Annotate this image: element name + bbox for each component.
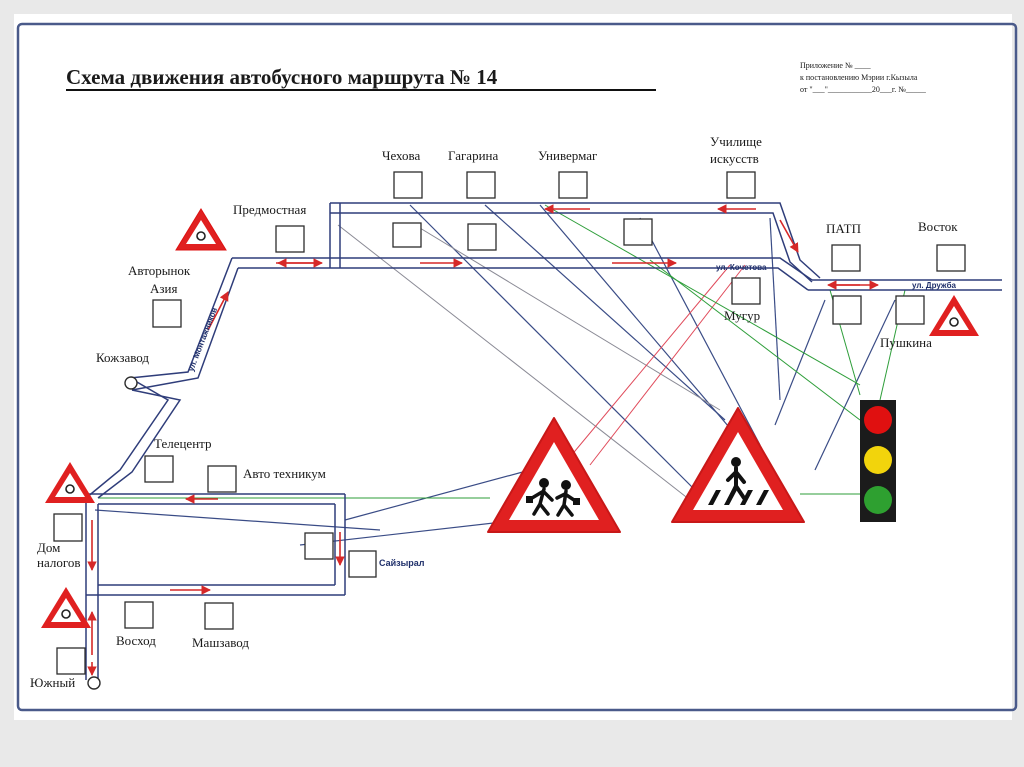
stop-box-univermag-north [558, 171, 588, 199]
appendix-line-1: Приложение № ____ [800, 61, 872, 70]
stop-box-patp-north [831, 244, 861, 272]
label-avtorynok-1: Авторынок [128, 263, 191, 278]
label-yuzhny: Южный [30, 675, 75, 690]
label-predmostnaya: Предмостная [233, 202, 306, 217]
stop-box-uchilishche-north [726, 171, 756, 199]
stop-box-chekhova-north [393, 171, 423, 199]
label-gagarina: Гагарина [448, 148, 498, 163]
label-telecentr: Телецентр [154, 436, 212, 451]
label-voskhod: Восход [116, 633, 156, 648]
leader-lines-green [98, 204, 906, 499]
stop-box-gagarina-north [466, 171, 496, 199]
page-border [16, 22, 1018, 712]
map-title: Схема движения автобусного маршрута № 14 [66, 65, 498, 89]
leader-lines-red [554, 264, 746, 476]
label-uchilishche-2: искусств [710, 151, 759, 166]
stop-box-mugur [731, 277, 761, 305]
roundabout-sign-icon [41, 587, 91, 628]
yuzhny-terminal-icon [87, 676, 101, 690]
label-mugur: Мугур [724, 308, 760, 323]
stop-box-vostok [936, 244, 966, 272]
label-patp: ПАТП [826, 221, 861, 236]
stop-box-gagarina-south [467, 223, 497, 251]
stop-box-predmostnaya [275, 225, 305, 253]
label-avtorynok-2: Азия [150, 281, 177, 296]
children-crossing-sign-icon [487, 417, 621, 533]
roundabout-sign-icon [929, 295, 979, 336]
label-uchilishche-1: Училище [710, 134, 762, 149]
traffic-light-icon [860, 400, 896, 522]
stop-box-avtotekhnikum [207, 465, 237, 493]
page-sheet [14, 14, 1012, 720]
stop-box-pushkina [895, 295, 925, 325]
roundabout-sign-icon [45, 462, 95, 503]
stop-box-chekhova-south [392, 222, 422, 248]
stop-box-sayzyral [348, 550, 377, 578]
label-pushkina: Пушкина [880, 335, 932, 350]
label-kozhzavod: Кожзавод [96, 350, 149, 365]
label-chekhova: Чехова [382, 148, 421, 163]
leader-lines-grey [337, 224, 721, 501]
stop-box-avtorynok [152, 299, 182, 328]
label-mashzavod: Машзавод [192, 635, 249, 650]
leader-lines-blue [94, 204, 896, 546]
stop-box-telecentr [144, 455, 174, 483]
street-label-kochetova: ул. Кочетова [716, 263, 767, 272]
label-dom-nalogov-1: Дом [37, 540, 60, 555]
stop-box-voskhod [124, 601, 154, 629]
stop-box-yuzhny [56, 647, 86, 675]
label-univermag: Универмаг [538, 148, 597, 163]
stop-box-mashzavod [204, 602, 234, 630]
roads [85, 202, 1002, 680]
label-sayzyral: Сайзырал [379, 558, 425, 568]
appendix-line-2: к постановлению Мэрии г.Кызыла [800, 73, 918, 82]
stop-box-dom-nalogov [53, 513, 83, 542]
label-vostok: Восток [918, 219, 958, 234]
stop-box-patp-south [832, 295, 862, 325]
label-dom-nalogov-2: налогов [37, 555, 80, 570]
stop-box-univermag-south [623, 218, 653, 246]
street-label-druzhba: ул. Дружба [912, 281, 957, 290]
stop-box-sayzyral-inner [304, 532, 334, 560]
pedestrian-crossing-sign-icon [671, 407, 805, 523]
stop-boxes [53, 171, 966, 675]
kozhzavod-terminal-icon [124, 376, 138, 390]
roundabout-sign-icon [175, 208, 227, 251]
direction-arrows [87, 204, 879, 676]
appendix-line-3: от "___"___________20___г. №_____ [800, 85, 927, 94]
label-avtotekhnikum: Авто техникум [243, 466, 326, 481]
